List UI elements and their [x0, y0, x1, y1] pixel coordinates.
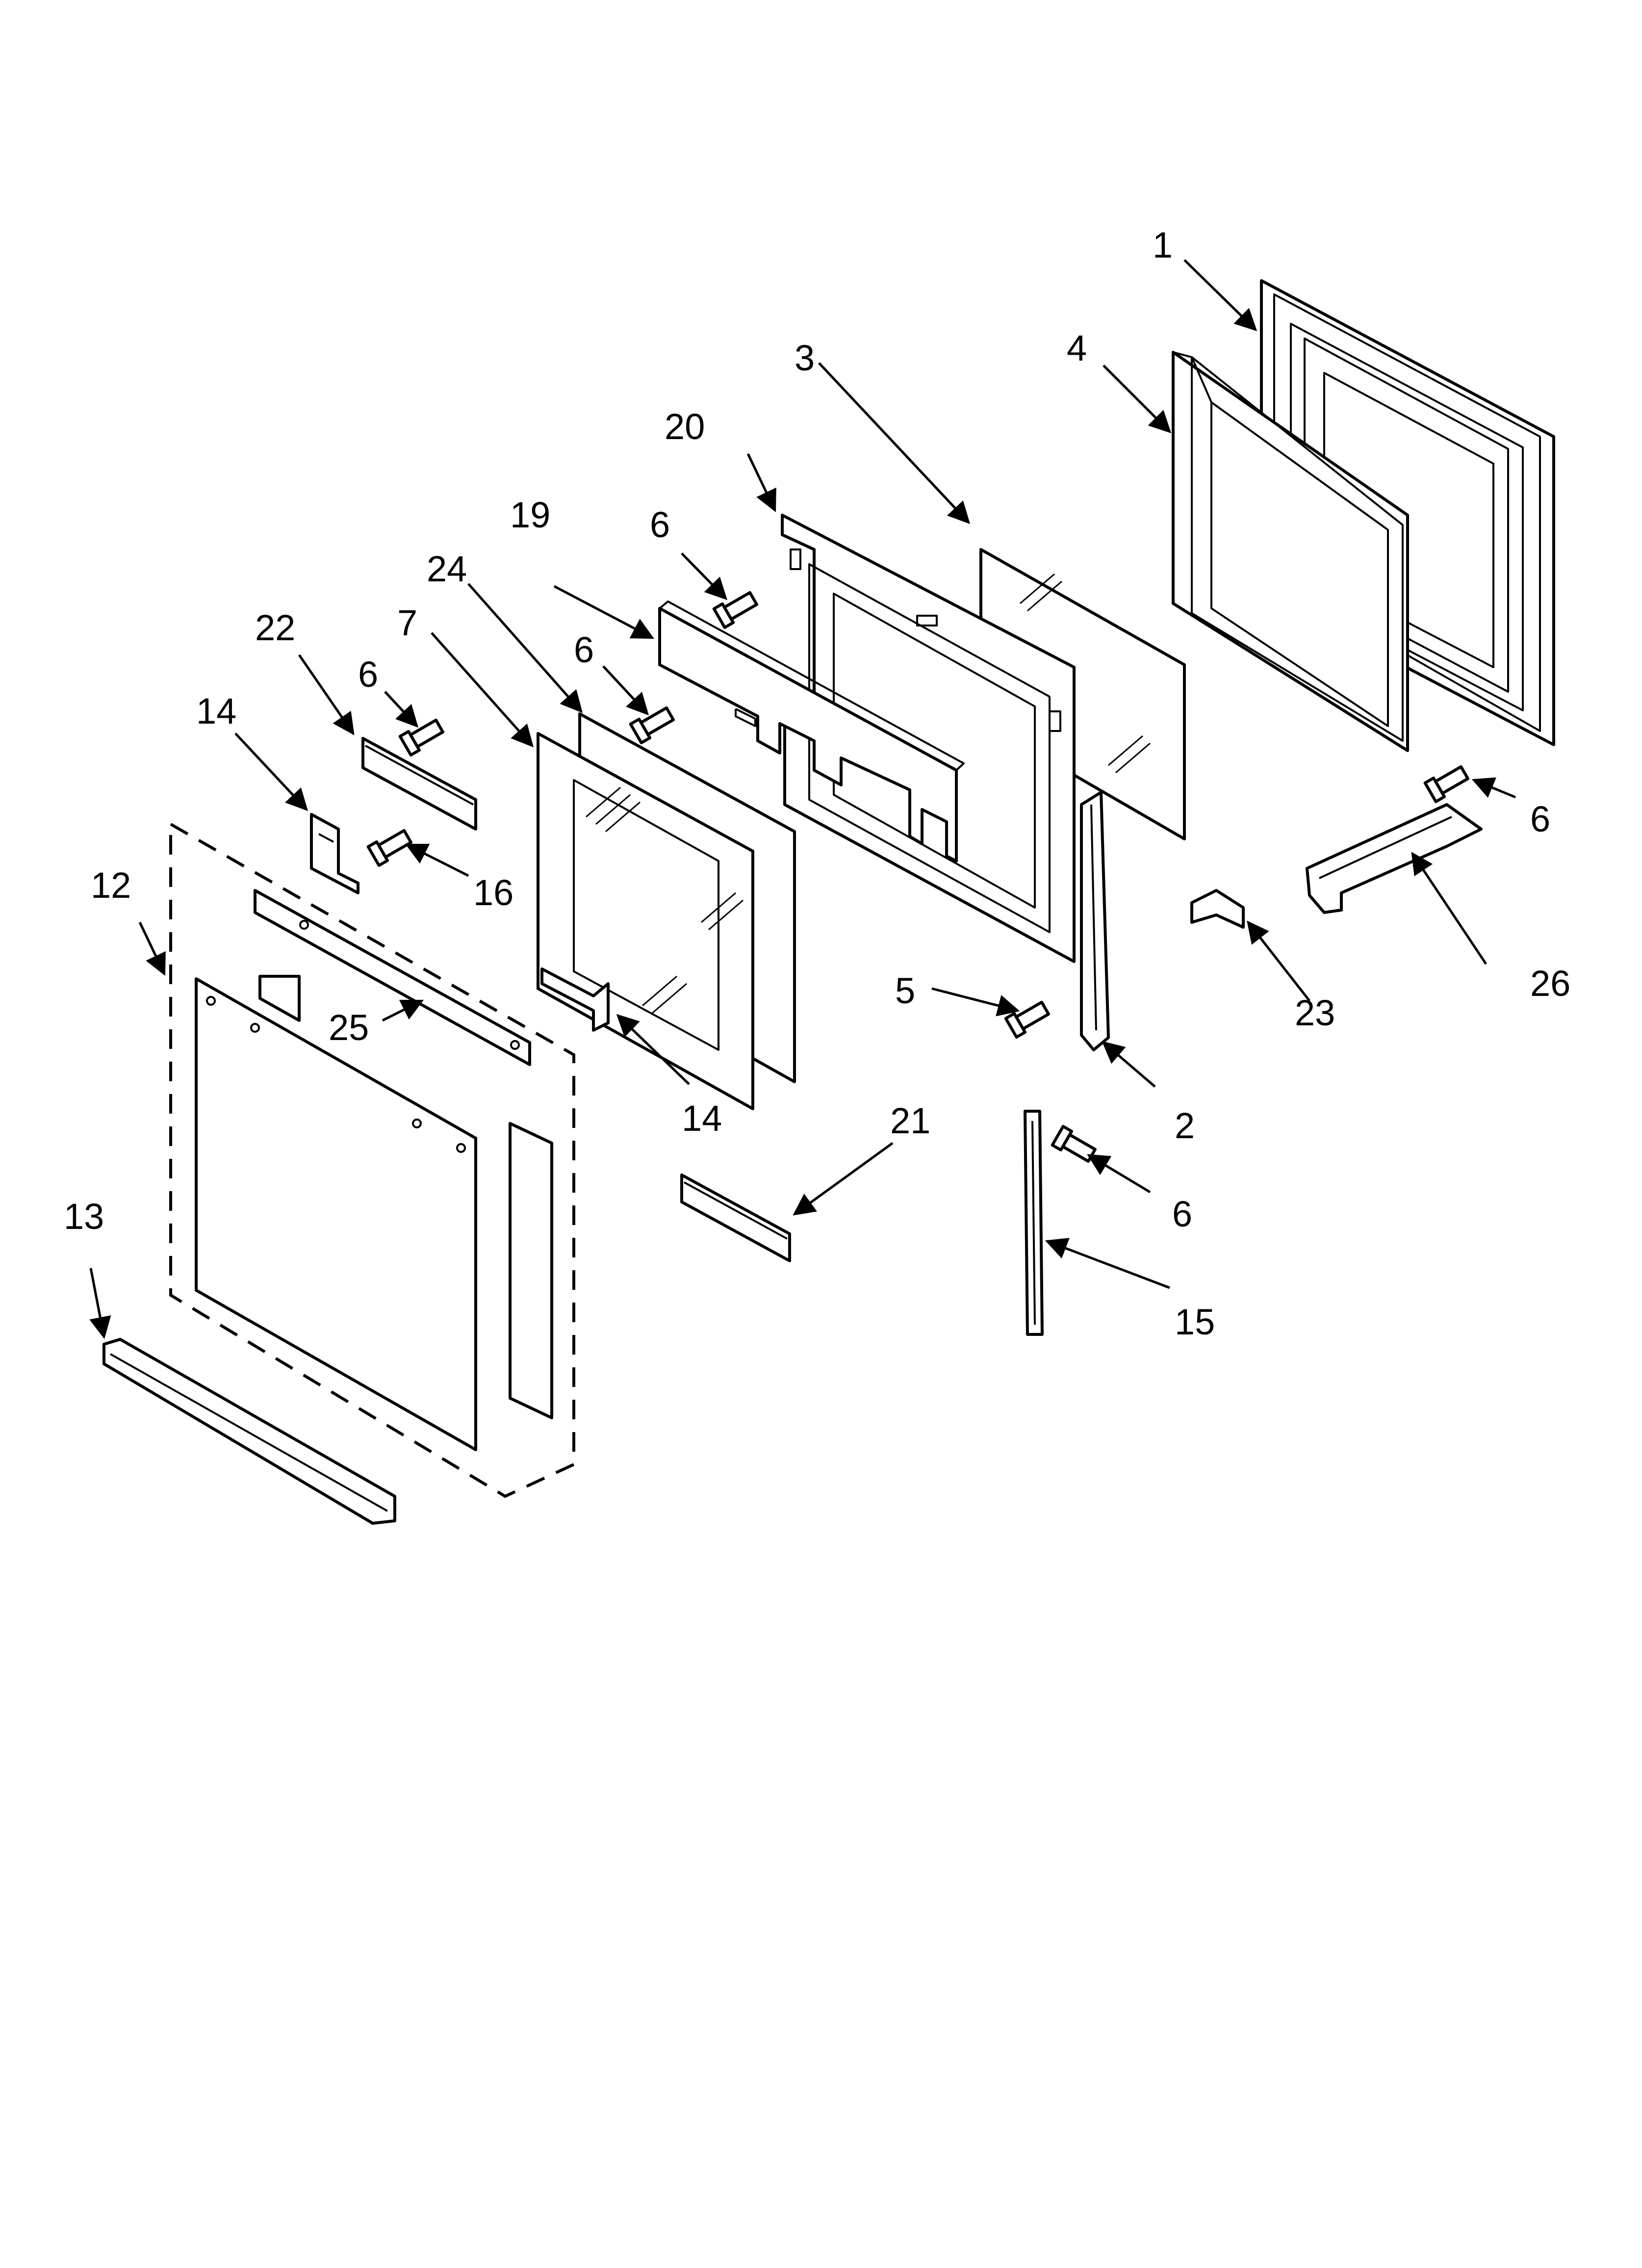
callout-25: 25	[329, 1007, 369, 1048]
callout-6: 6	[358, 654, 378, 695]
callout-12: 12	[91, 865, 131, 906]
callout-7: 7	[397, 602, 417, 643]
part-26-support	[1306, 803, 1483, 914]
part-4-inner-frame	[1172, 351, 1409, 752]
part-14-hinge-upper	[310, 813, 359, 894]
callout-13: 13	[64, 1196, 104, 1237]
part-21-strip	[680, 1173, 791, 1262]
callout-24: 24	[427, 548, 467, 589]
callout-3: 3	[795, 338, 815, 378]
callout-6: 6	[650, 504, 670, 545]
callout-14: 14	[682, 1098, 722, 1139]
part-13-handle	[103, 1338, 396, 1525]
callout-2: 2	[1175, 1105, 1195, 1146]
callout-21: 21	[890, 1100, 930, 1141]
callout-16: 16	[473, 872, 513, 913]
part-15-channel	[1024, 1110, 1044, 1336]
callout-4: 4	[1067, 328, 1087, 368]
callout-6: 6	[1172, 1194, 1192, 1234]
callout-22: 22	[255, 607, 295, 648]
callout-5: 5	[895, 970, 915, 1011]
part-19-heat-shield	[658, 600, 965, 862]
callout-14: 14	[196, 691, 236, 731]
callout-6: 6	[574, 629, 594, 670]
callout-20: 20	[665, 406, 705, 447]
callout-1: 1	[1153, 225, 1173, 265]
screw-parts	[366, 591, 1469, 1163]
callout-23: 23	[1295, 992, 1335, 1033]
part-14-hinge-lower	[540, 967, 610, 1032]
part-22-bracket	[361, 737, 477, 831]
callout-6: 6	[1530, 799, 1550, 839]
callout-26: 26	[1530, 963, 1570, 1004]
callout-19: 19	[510, 495, 550, 535]
callout-labels: 1 2 3 4 5 6 6 6 6 6 7 12 13 14 14 15 16 …	[64, 225, 1570, 1342]
part-7-outer-glass	[537, 732, 754, 1110]
part-2-hinge-arm	[1080, 791, 1110, 1051]
part-23-clip	[1190, 889, 1245, 929]
part-12-outer-panel	[169, 821, 575, 1498]
leader-lines	[89, 259, 1516, 1339]
callout-15: 15	[1175, 1302, 1215, 1342]
